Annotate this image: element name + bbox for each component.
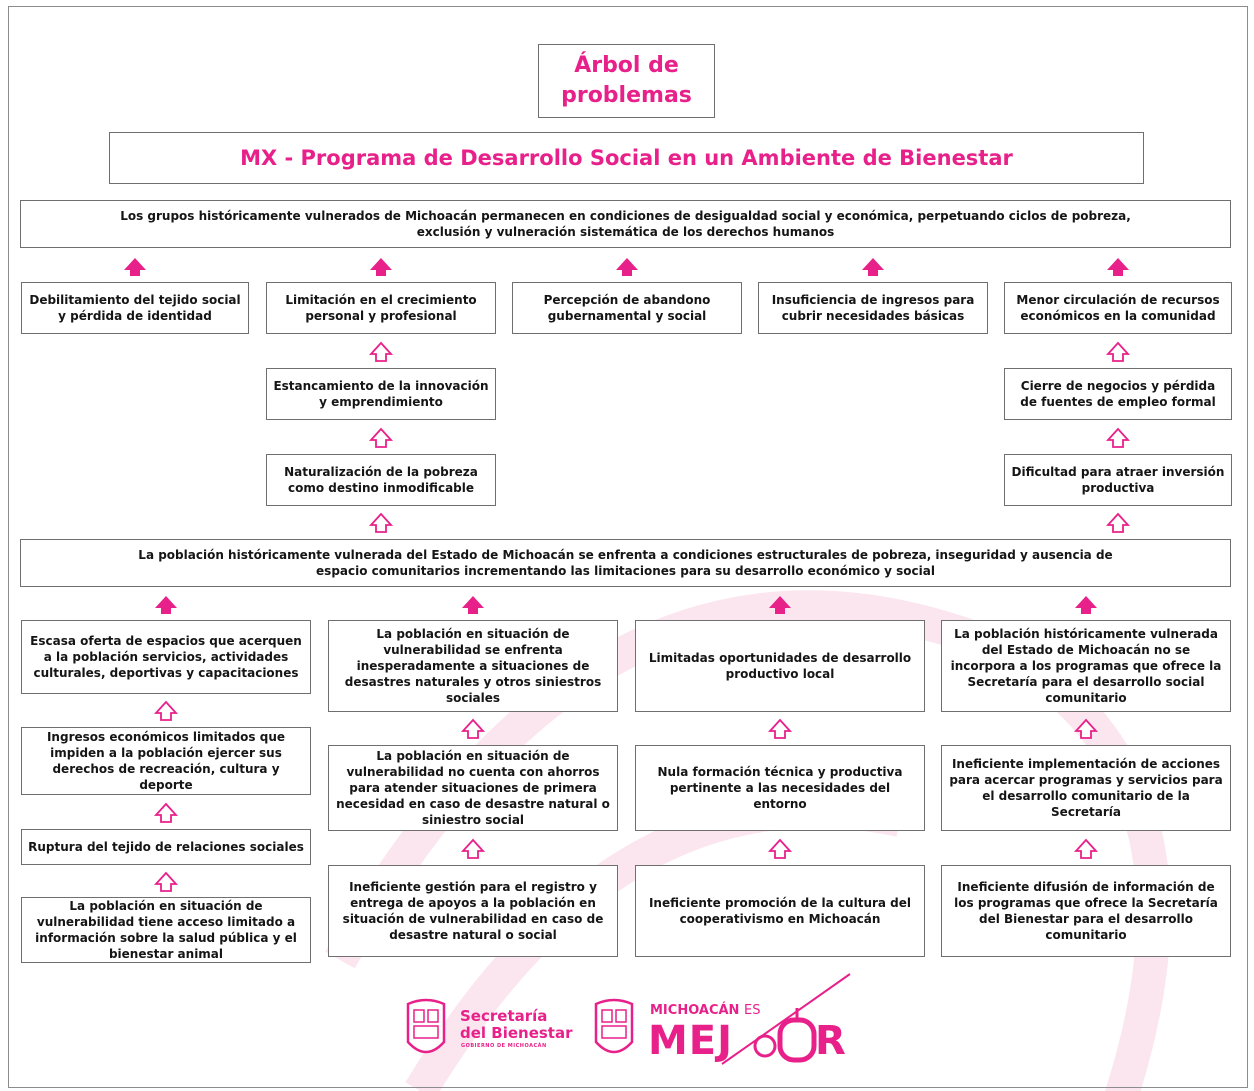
cause-box: Escasa oferta de espacios que acerquen a… <box>21 620 311 694</box>
arrow-up-outline-icon <box>155 872 177 892</box>
arrow-up-outline-icon <box>370 428 392 448</box>
arrow-up-icon <box>1075 596 1097 614</box>
michoacan-logo-r: R <box>815 1018 846 1064</box>
arrow-up-outline-icon <box>1107 342 1129 362</box>
arrow-up-outline-icon <box>370 513 392 533</box>
arrow-up-outline-icon <box>370 342 392 362</box>
cause-box: La población en situación de vulnerabili… <box>328 620 618 712</box>
cause-box: La población en situación de vulnerabili… <box>328 745 618 831</box>
cause-box: Ineficiente implementación de acciones p… <box>941 745 1231 831</box>
arrow-up-icon <box>1107 258 1129 276</box>
effect-box: Menor circulación de recursos económicos… <box>1004 282 1232 334</box>
coat-of-arms-icon <box>406 998 446 1054</box>
michoacan-logo-light: ES <box>743 1003 761 1018</box>
effect-box: Dificultad para atraer inversión product… <box>1004 454 1232 506</box>
arrow-up-icon <box>370 258 392 276</box>
cablecar-icon <box>721 973 851 1065</box>
page-frame <box>8 6 1248 1088</box>
secretaria-logo-line2: del Bienestar <box>460 1024 573 1042</box>
arrow-up-icon <box>616 258 638 276</box>
michoacan-logo-top: MICHOACÁN ES <box>650 1003 760 1018</box>
secretaria-logo-line1: Secretaría <box>460 1007 548 1025</box>
cause-box: Limitadas oportunidades de desarrollo pr… <box>635 620 925 712</box>
arrow-up-icon <box>769 596 791 614</box>
effect-box: Percepción de abandono gubernamental y s… <box>512 282 742 334</box>
effect-box: Insuficiencia de ingresos para cubrir ne… <box>758 282 988 334</box>
arrow-up-outline-icon <box>462 839 484 859</box>
effect-box: Limitación en el crecimiento personal y … <box>266 282 496 334</box>
arrow-up-outline-icon <box>1107 428 1129 448</box>
arrow-up-outline-icon <box>462 719 484 739</box>
central-problem: La población históricamente vulnerada de… <box>20 539 1231 587</box>
arrow-up-icon <box>155 596 177 614</box>
cause-box: Ineficiente promoción de la cultura del … <box>635 865 925 957</box>
cause-box: La población en situación de vulnerabili… <box>21 897 311 963</box>
cause-box: Ingresos económicos limitados que impide… <box>21 727 311 795</box>
arrow-up-outline-icon <box>1107 513 1129 533</box>
arrow-up-icon <box>124 258 146 276</box>
effect-box: Estancamiento de la innovación y emprend… <box>266 368 496 420</box>
michoacan-logo-mej: MEJ <box>648 1018 734 1064</box>
arrow-up-icon <box>462 596 484 614</box>
main-effect: Los grupos históricamente vulnerados de … <box>20 200 1231 248</box>
arrow-up-outline-icon <box>769 719 791 739</box>
arrow-up-outline-icon <box>769 839 791 859</box>
coat-of-arms-icon <box>594 998 634 1054</box>
arrow-up-icon <box>862 258 884 276</box>
arrow-up-outline-icon <box>1075 839 1097 859</box>
program-title: MX - Programa de Desarrollo Social en un… <box>109 132 1144 184</box>
effect-box: Debilitamiento del tejido social y pérdi… <box>21 282 249 334</box>
secretaria-logo-small: GOBIERNO DE MICHOACÁN <box>461 1043 547 1049</box>
cause-box: Ineficiente difusión de información de l… <box>941 865 1231 957</box>
cause-box: Nula formación técnica y productiva pert… <box>635 745 925 831</box>
page-title: Árbol de problemas <box>538 44 715 118</box>
arrow-up-outline-icon <box>1075 719 1097 739</box>
effect-box: Naturalización de la pobreza como destin… <box>266 454 496 506</box>
cause-box: Ruptura del tejido de relaciones sociale… <box>21 829 311 865</box>
michoacan-logo-bold: MICHOACÁN <box>650 1003 740 1018</box>
arrow-up-outline-icon <box>155 701 177 721</box>
arrow-up-outline-icon <box>155 803 177 823</box>
effect-box: Cierre de negocios y pérdida de fuentes … <box>1004 368 1232 420</box>
cause-box: La población históricamente vulnerada de… <box>941 620 1231 712</box>
cause-box: Ineficiente gestión para el registro y e… <box>328 865 618 957</box>
